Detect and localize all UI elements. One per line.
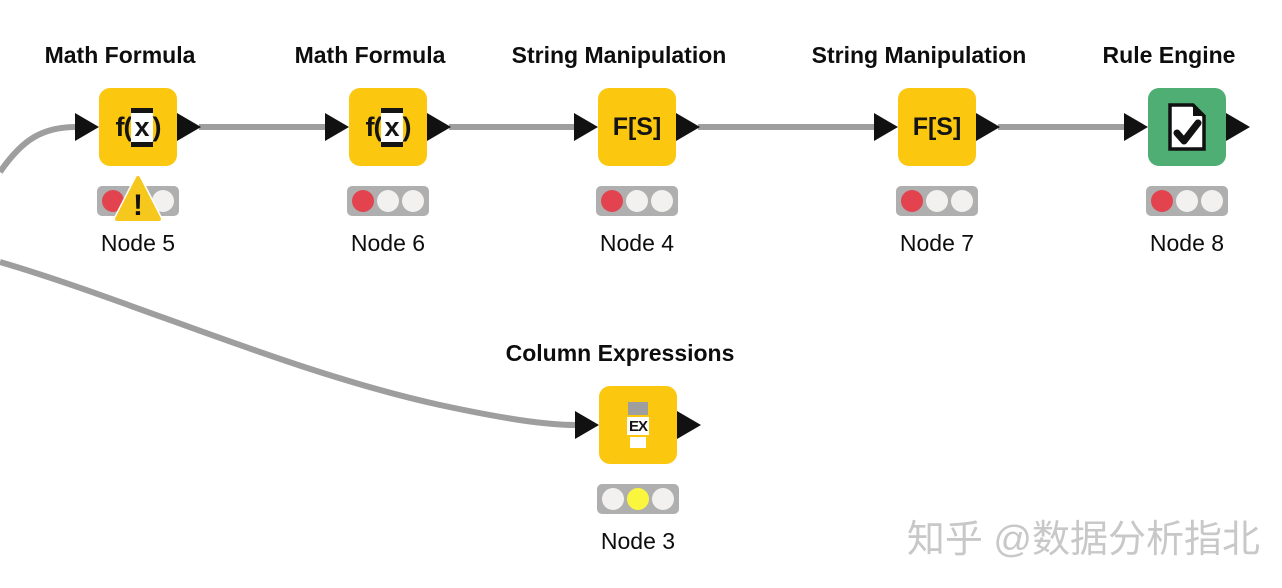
input-port-icon-node5[interactable] <box>75 113 99 141</box>
status-light-red <box>102 190 124 212</box>
node-title: Math Formula <box>44 42 196 68</box>
node-string-manipulation-7[interactable]: String Manipulation F[S] Node 7 <box>812 42 1062 272</box>
input-port-icon-node3[interactable] <box>575 411 599 439</box>
input-port-icon-node8[interactable] <box>1124 113 1148 141</box>
node-label: Node 8 <box>1149 230 1225 256</box>
node-title: String Manipulation <box>811 42 1027 68</box>
output-port-icon-node7[interactable] <box>976 113 1000 141</box>
output-port-icon-node6[interactable] <box>427 113 451 141</box>
traffic-light-status <box>1146 186 1228 216</box>
status-light-yellow <box>1176 190 1198 212</box>
connection-offscreen-to-node5[interactable] <box>0 124 77 174</box>
rule-engine-node-icon[interactable] <box>1148 88 1226 166</box>
status-light-green <box>1201 190 1223 212</box>
node-rule-engine-8[interactable]: Rule Engine Node 8 <box>1062 42 1282 272</box>
node-label: Node 6 <box>350 230 426 256</box>
node-label: Node 5 <box>100 230 176 256</box>
node-label: Node 4 <box>599 230 675 256</box>
input-port-icon-node7[interactable] <box>874 113 898 141</box>
status-light-yellow <box>377 190 399 212</box>
node-column-expressions-3[interactable]: Column Expressions EX Node 3 <box>506 340 763 570</box>
fs-icon: F[S] <box>612 112 662 141</box>
node-math-formula-5[interactable]: Math Formula f(x) ! Node 5 <box>13 42 263 272</box>
node-label: Node 3 <box>600 528 676 554</box>
traffic-light-status <box>596 186 678 216</box>
node-label: Node 7 <box>899 230 975 256</box>
document-check-icon <box>1168 103 1206 151</box>
status-light-yellow <box>926 190 948 212</box>
status-light-green <box>152 190 174 212</box>
column-footer-cell <box>630 437 646 448</box>
status-light-red <box>602 488 624 510</box>
string-manipulation-node-icon[interactable]: F[S] <box>598 88 676 166</box>
output-port-icon-node5[interactable] <box>177 113 201 141</box>
warning-triangle-icon: ! <box>113 175 163 223</box>
math-formula-node-icon[interactable]: f(x) <box>99 88 177 166</box>
connection-offscreen-to-node3[interactable] <box>0 259 577 428</box>
output-port-icon-node8[interactable] <box>1226 113 1250 141</box>
status-light-green <box>951 190 973 212</box>
ex-label: EX <box>627 417 649 435</box>
fs-icon: F[S] <box>912 112 962 141</box>
column-expressions-node-icon[interactable]: EX <box>599 386 677 464</box>
output-port-icon-node4[interactable] <box>676 113 700 141</box>
node-string-manipulation-4[interactable]: String Manipulation F[S] Node 4 <box>512 42 762 272</box>
fx-icon: f(x) <box>365 107 412 147</box>
status-light-red <box>1151 190 1173 212</box>
traffic-light-status <box>597 484 679 514</box>
output-port-icon-node3[interactable] <box>677 411 701 439</box>
status-light-green <box>651 190 673 212</box>
input-port-icon-node6[interactable] <box>325 113 349 141</box>
math-formula-node-icon[interactable]: f(x) <box>349 88 427 166</box>
node-math-formula-6[interactable]: Math Formula f(x) Node 6 <box>263 42 513 272</box>
traffic-light-status <box>347 186 429 216</box>
node-title: Math Formula <box>294 42 446 68</box>
ex-column-icon: EX <box>627 402 649 448</box>
column-header-cell <box>628 402 648 415</box>
status-light-yellow <box>626 190 648 212</box>
status-light-green <box>402 190 424 212</box>
traffic-light-status <box>896 186 978 216</box>
svg-text:!: ! <box>133 189 143 222</box>
input-port-icon-node4[interactable] <box>574 113 598 141</box>
status-light-yellow <box>627 488 649 510</box>
status-light-red <box>901 190 923 212</box>
watermark-text: 知乎 @数据分析指北 <box>906 519 1260 561</box>
node-title: Column Expressions <box>505 340 735 366</box>
node-title: String Manipulation <box>511 42 727 68</box>
string-manipulation-node-icon[interactable]: F[S] <box>898 88 976 166</box>
fx-icon: f(x) <box>115 107 162 147</box>
node-title: Rule Engine <box>1102 42 1236 68</box>
status-light-green <box>652 488 674 510</box>
status-light-red <box>601 190 623 212</box>
status-light-red <box>352 190 374 212</box>
